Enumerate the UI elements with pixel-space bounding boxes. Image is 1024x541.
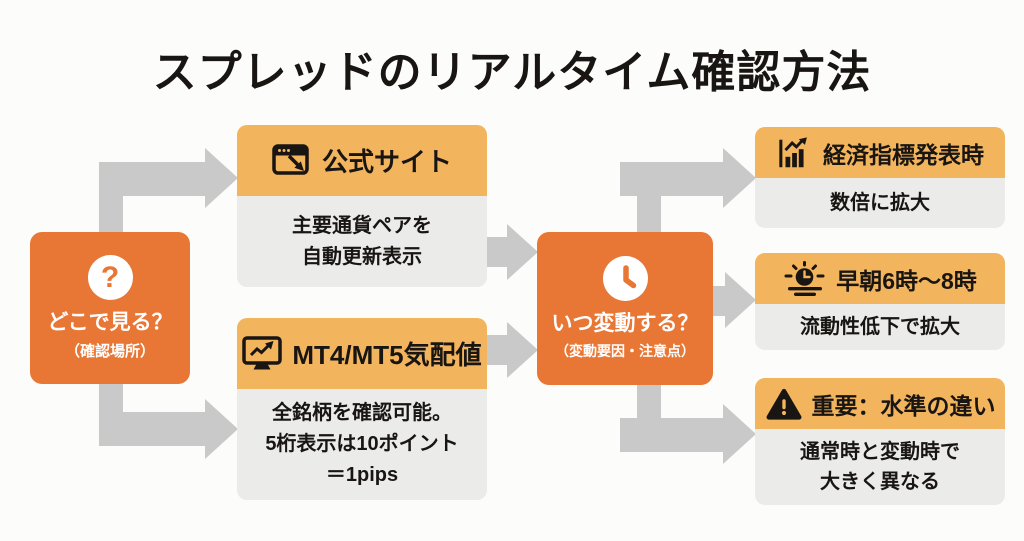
warning-icon — [765, 387, 803, 421]
connector-left-top — [99, 148, 238, 240]
connector-right-middle — [710, 272, 756, 328]
card-early-morning-body: 流動性低下で拡大 — [755, 304, 1005, 350]
connector-right-top — [620, 148, 756, 240]
node-when-subtitle: （変動要因・注意点） — [555, 342, 695, 359]
connector-official-to-center — [487, 224, 538, 280]
node-when-title: いつ変動する？ — [551, 312, 699, 336]
chart-up-arrow-icon — [776, 135, 814, 171]
sunrise-clock-icon — [783, 260, 827, 297]
card-mt4-mt5: MT4/MT5気配値 全銘柄を確認可能。 5桁表示は10ポイント ＝1pips — [237, 318, 487, 500]
card-economic-indicators-body: 数倍に拡大 — [755, 178, 1005, 228]
clock-icon — [602, 256, 648, 302]
question-icon: ? — [87, 255, 133, 301]
connector-mt-to-center — [487, 322, 538, 378]
card-level-difference-title: 重要：水準の違い — [811, 392, 996, 419]
monitor-chart-icon — [242, 335, 283, 372]
node-when-changes: いつ変動する？ （変動要因・注意点） — [537, 232, 713, 385]
page-title: スプレッドのリアルタイム確認方法 — [152, 48, 872, 97]
connector-left-bottom — [99, 376, 238, 459]
card-level-difference: 重要：水準の違い 通常時と変動時で 大きく異なる — [755, 378, 1005, 505]
card-official-site-body: 主要通貨ペアを 自動更新表示 — [237, 196, 487, 287]
card-early-morning-header: 早朝6時～8時 — [755, 253, 1005, 304]
card-level-difference-header: 重要：水準の違い — [755, 378, 1005, 429]
card-economic-indicators-title: 経済指標発表時 — [823, 141, 984, 168]
card-early-morning: 早朝6時～8時 流動性低下で拡大 — [755, 253, 1005, 350]
connector-right-bottom — [620, 377, 756, 464]
card-mt4-mt5-body: 全銘柄を確認可能。 5桁表示は10ポイント ＝1pips — [237, 389, 487, 500]
card-economic-indicators: 経済指標発表時 数倍に拡大 — [755, 127, 1005, 228]
card-mt4-mt5-title: MT4/MT5気配値 — [292, 340, 482, 370]
card-official-site-header: 公式サイト — [237, 125, 487, 196]
card-level-difference-body: 通常時と変動時で 大きく異なる — [755, 429, 1005, 505]
card-official-site: 公式サイト 主要通貨ペアを 自動更新表示 — [237, 125, 487, 287]
node-where-subtitle: （確認場所） — [64, 342, 155, 360]
card-official-site-title: 公式サイト — [321, 147, 452, 177]
node-where-title: どこで見る？ — [47, 311, 173, 335]
card-mt4-mt5-header: MT4/MT5気配値 — [237, 318, 487, 389]
browser-click-icon — [272, 143, 312, 178]
card-early-morning-title: 早朝6時～8時 — [836, 267, 977, 294]
card-economic-indicators-header: 経済指標発表時 — [755, 127, 1005, 178]
node-where-to-check: ? どこで見る？ （確認場所） — [30, 232, 190, 384]
